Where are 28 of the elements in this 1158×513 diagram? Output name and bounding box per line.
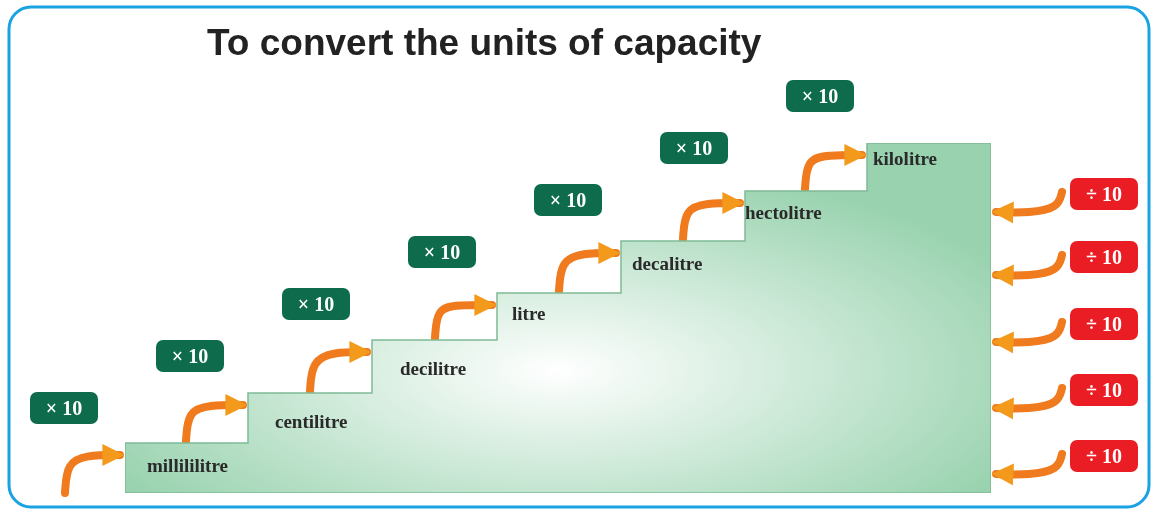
title: To convert the units of capacity [207, 22, 762, 64]
unit-label: hectolitre [745, 202, 822, 224]
unit-label: millililitre [147, 455, 228, 477]
multiply-label: × 10 [282, 288, 350, 320]
curved-arrow [991, 318, 1066, 354]
curved-arrow [182, 394, 248, 445]
curved-arrow [991, 251, 1066, 287]
curved-arrow [61, 444, 125, 497]
curved-arrow [991, 384, 1066, 420]
multiply-label: × 10 [30, 392, 98, 424]
curved-arrow [801, 144, 867, 193]
multiply-label: × 10 [156, 340, 224, 372]
unit-label: centilitre [275, 411, 348, 433]
curved-arrow [991, 450, 1066, 486]
divide-label: ÷ 10 [1070, 308, 1138, 340]
divide-label: ÷ 10 [1070, 241, 1138, 273]
multiply-label: × 10 [408, 236, 476, 268]
unit-label: decilitre [400, 358, 467, 380]
multiply-label: × 10 [786, 80, 854, 112]
unit-label: decalitre [632, 253, 703, 275]
divide-label: ÷ 10 [1070, 440, 1138, 472]
divide-label: ÷ 10 [1070, 178, 1138, 210]
unit-label: kilolitre [873, 148, 938, 170]
multiply-label: × 10 [534, 184, 602, 216]
divide-label: ÷ 10 [1070, 374, 1138, 406]
unit-label: litre [512, 303, 546, 325]
multiply-label: × 10 [660, 132, 728, 164]
curved-arrow [991, 188, 1066, 224]
